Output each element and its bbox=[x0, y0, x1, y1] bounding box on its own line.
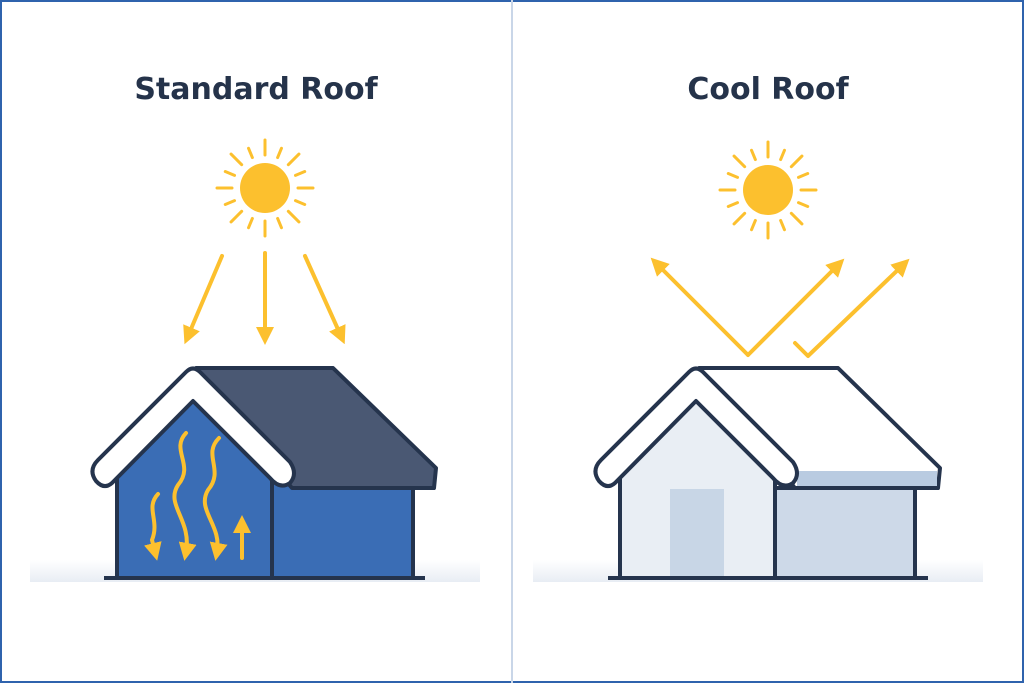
sun-ray bbox=[732, 211, 747, 226]
sun-ray bbox=[293, 199, 307, 206]
sun-ray bbox=[750, 218, 757, 232]
door bbox=[670, 489, 724, 578]
heat-waves-icon bbox=[144, 431, 251, 561]
arrow-down-right bbox=[303, 254, 346, 345]
sun-icon bbox=[215, 138, 315, 238]
sun-ray bbox=[286, 209, 301, 224]
sun-ray bbox=[789, 154, 804, 169]
annex-wall bbox=[773, 486, 917, 580]
house-cool bbox=[593, 366, 942, 580]
sun-ray bbox=[247, 216, 254, 230]
annex-wall bbox=[270, 478, 415, 580]
arrow-up-right-2 bbox=[793, 258, 910, 358]
cool-roof-panel bbox=[533, 140, 983, 582]
sun-ray bbox=[796, 201, 810, 208]
standard-roof-title: Standard Roof bbox=[134, 72, 378, 107]
sun-ray bbox=[750, 148, 757, 162]
sun-ray bbox=[247, 146, 254, 160]
sun-ray bbox=[732, 154, 747, 169]
sun-ray bbox=[796, 172, 810, 179]
house-hot bbox=[90, 366, 438, 580]
sun-ray bbox=[286, 152, 301, 167]
roof-gable-trim bbox=[90, 366, 296, 488]
roof-gable-trim bbox=[593, 366, 799, 488]
sun-icon bbox=[718, 140, 818, 240]
sun-ray bbox=[293, 170, 307, 177]
cool-roof-title: Cool Roof bbox=[687, 72, 849, 107]
sun-ray bbox=[223, 170, 237, 177]
standard-roof-panel bbox=[30, 138, 480, 582]
reflected-sunlight-arrows bbox=[650, 257, 910, 358]
sun-ray bbox=[223, 199, 237, 206]
sun-ray bbox=[726, 201, 740, 208]
arrow-up-right bbox=[746, 258, 845, 357]
sun-ray bbox=[229, 152, 244, 167]
sun-ray bbox=[276, 216, 283, 230]
incoming-sunlight-arrows bbox=[183, 251, 346, 345]
sun-ray bbox=[779, 218, 786, 232]
sun-ray bbox=[779, 148, 786, 162]
sun-ray bbox=[726, 172, 740, 179]
sun-ray bbox=[229, 209, 244, 224]
sun-ray bbox=[276, 146, 283, 160]
sun-ray bbox=[789, 211, 804, 226]
arrow-down-left bbox=[183, 254, 224, 345]
arrow-up-left bbox=[650, 257, 750, 357]
